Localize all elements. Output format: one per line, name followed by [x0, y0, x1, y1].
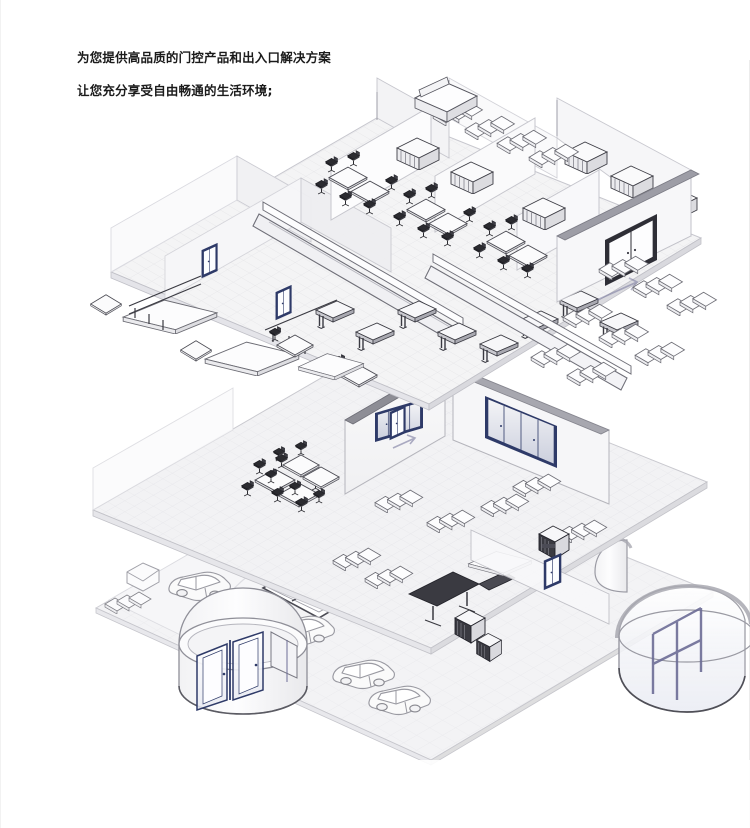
bench-row — [530, 343, 581, 368]
page-headline: 为您提供高品质的门控产品和出入口解决方案 让您充分享受自由畅通的生活环境; — [77, 33, 407, 116]
door-swing-arrow — [392, 434, 417, 449]
lobby-side-wall — [470, 529, 610, 625]
van — [126, 562, 160, 592]
automatic-sliding-door-b[interactable] — [485, 396, 557, 468]
revolving-door-left[interactable] — [178, 587, 308, 715]
door-with-sign[interactable] — [542, 544, 562, 591]
headline-line-1: 为您提供高品质的门控产品和出入口解决方案 — [77, 49, 332, 65]
turnstile-array[interactable] — [252, 201, 639, 391]
bench-row — [634, 341, 685, 366]
bench-row — [666, 291, 717, 316]
revolving-door-right[interactable] — [615, 583, 750, 713]
side-desk — [90, 294, 122, 316]
headline-line-2: 让您充分享受自由畅通的生活环境; — [77, 82, 273, 98]
reception-counter — [122, 275, 218, 334]
level-3-office — [90, 76, 717, 504]
sofa — [413, 76, 479, 123]
